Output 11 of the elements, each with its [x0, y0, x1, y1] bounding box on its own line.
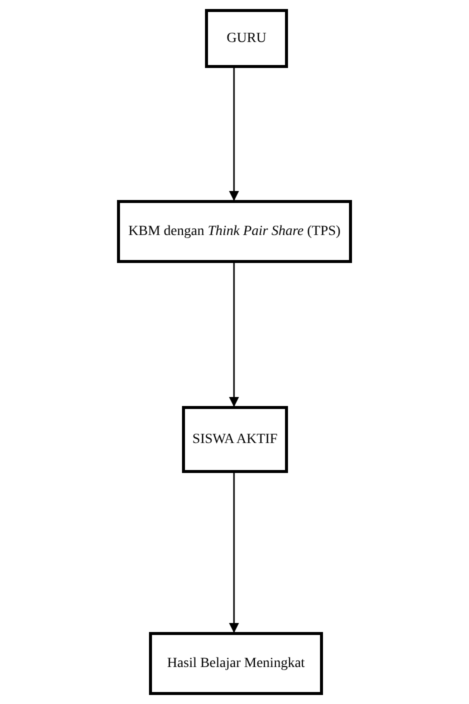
box-label: SISWA AKTIF [192, 432, 278, 448]
arrow [229, 473, 239, 633]
box-label: Hasil Belajar Meningkat [167, 656, 305, 672]
process-box [149, 632, 323, 695]
process-box [117, 200, 352, 263]
arrow [229, 68, 239, 201]
box-label: GURU [226, 30, 266, 46]
box-label: KBM dengan Think Pair Share (TPS) [128, 224, 341, 240]
arrow [229, 263, 239, 407]
process-box [205, 9, 288, 68]
process-box [182, 406, 288, 473]
